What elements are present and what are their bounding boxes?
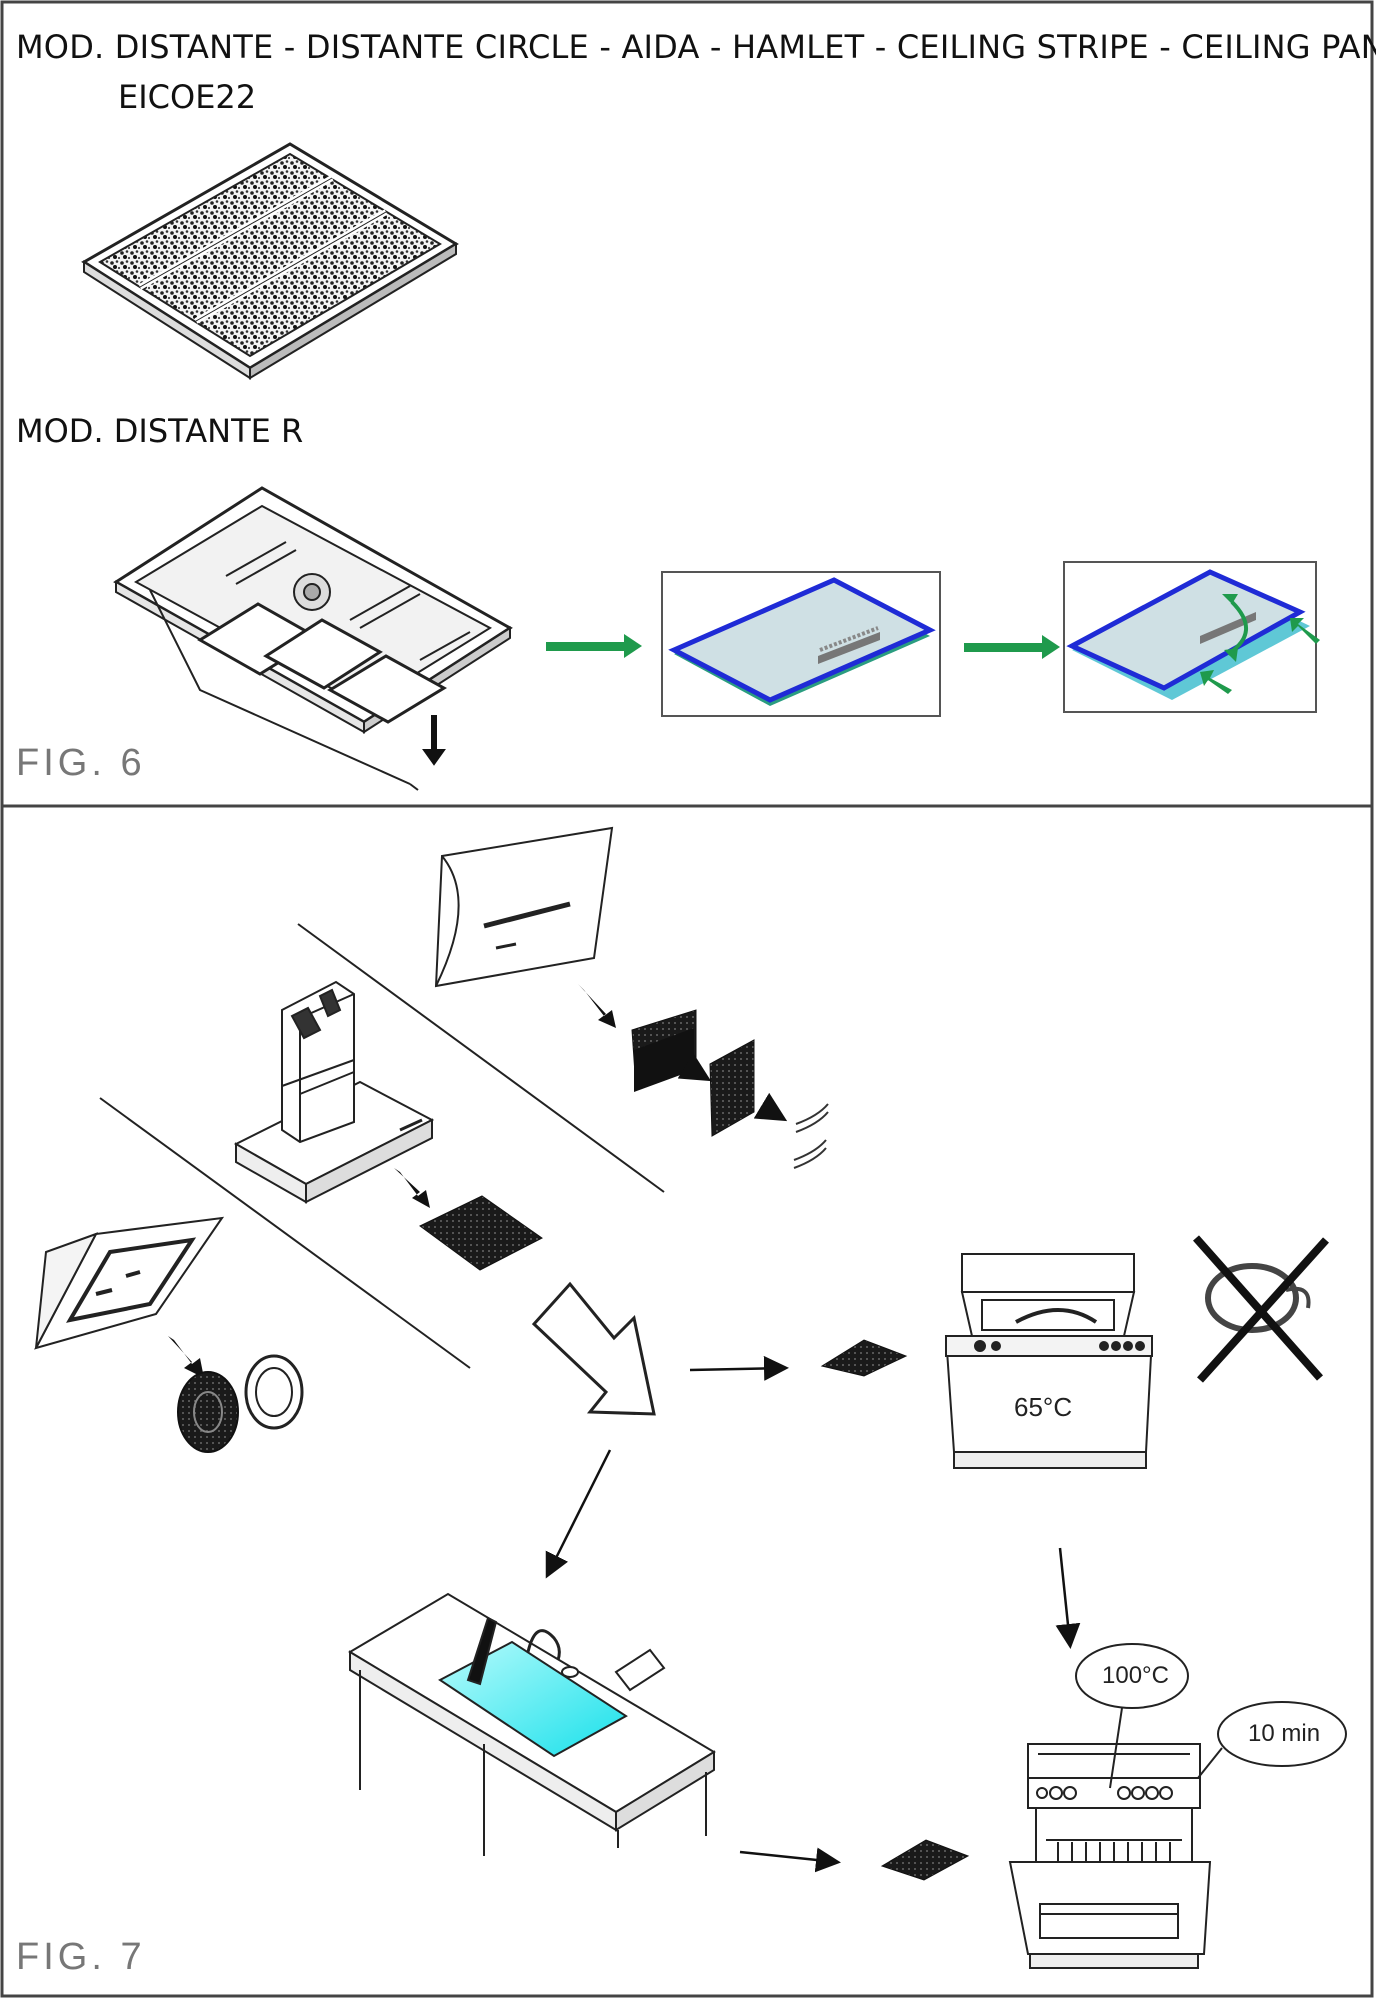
filter-panel-step-1 xyxy=(661,571,941,717)
oven-time-callout: 10 min xyxy=(1248,1720,1321,1747)
angled-hood-illustration xyxy=(434,826,614,988)
round-filter-illustration xyxy=(177,1354,304,1453)
filter-panel-step-2 xyxy=(1063,561,1320,713)
down-arrow xyxy=(422,715,446,766)
dishwasher-illustration xyxy=(944,1253,1154,1469)
figure-6-label: FIG. 6 xyxy=(16,742,146,784)
oven-illustration xyxy=(1008,1743,1212,1969)
black-arrow-wall-hood xyxy=(168,1336,204,1378)
hood-underside-illustration xyxy=(113,486,513,791)
product-code: EICOE22 xyxy=(118,78,257,116)
section-title-distante-r: MOD. DISTANTE R xyxy=(16,412,304,450)
green-arrow-2 xyxy=(964,635,1060,659)
oven-callouts xyxy=(1075,1643,1347,1789)
dishwasher-temperature: 65°C xyxy=(1014,1392,1073,1422)
arrow-to-dishwasher-filter xyxy=(689,1355,789,1381)
countertop-lines xyxy=(99,923,665,1369)
arrow-to-sink xyxy=(545,1449,612,1579)
filter-before-oven xyxy=(880,1839,970,1881)
black-arrow-angled-hood xyxy=(578,984,616,1028)
filter-panels-vertical xyxy=(631,1009,829,1169)
filter-square-black xyxy=(419,1195,543,1271)
charcoal-filter-illustration xyxy=(81,142,459,380)
black-arrow-chimney-hood xyxy=(394,1168,430,1208)
wall-hood-illustration xyxy=(34,1216,225,1350)
filter-before-dishwasher xyxy=(820,1339,908,1377)
arrow-to-oven xyxy=(1055,1547,1081,1649)
models-header: MOD. DISTANTE - DISTANTE CIRCLE - AIDA -… xyxy=(16,28,1376,66)
green-arrow-1 xyxy=(546,634,642,658)
oven-temperature-callout: 100°C xyxy=(1102,1662,1169,1689)
chimney-hood-illustration xyxy=(233,980,435,1204)
big-hollow-arrow xyxy=(531,1281,656,1416)
no-sponge-cross-icon xyxy=(1193,1235,1329,1383)
sink-illustration xyxy=(348,1592,716,1856)
figure-7-label: FIG. 7 xyxy=(16,1936,146,1978)
arrow-to-oven-filter xyxy=(739,1847,841,1873)
